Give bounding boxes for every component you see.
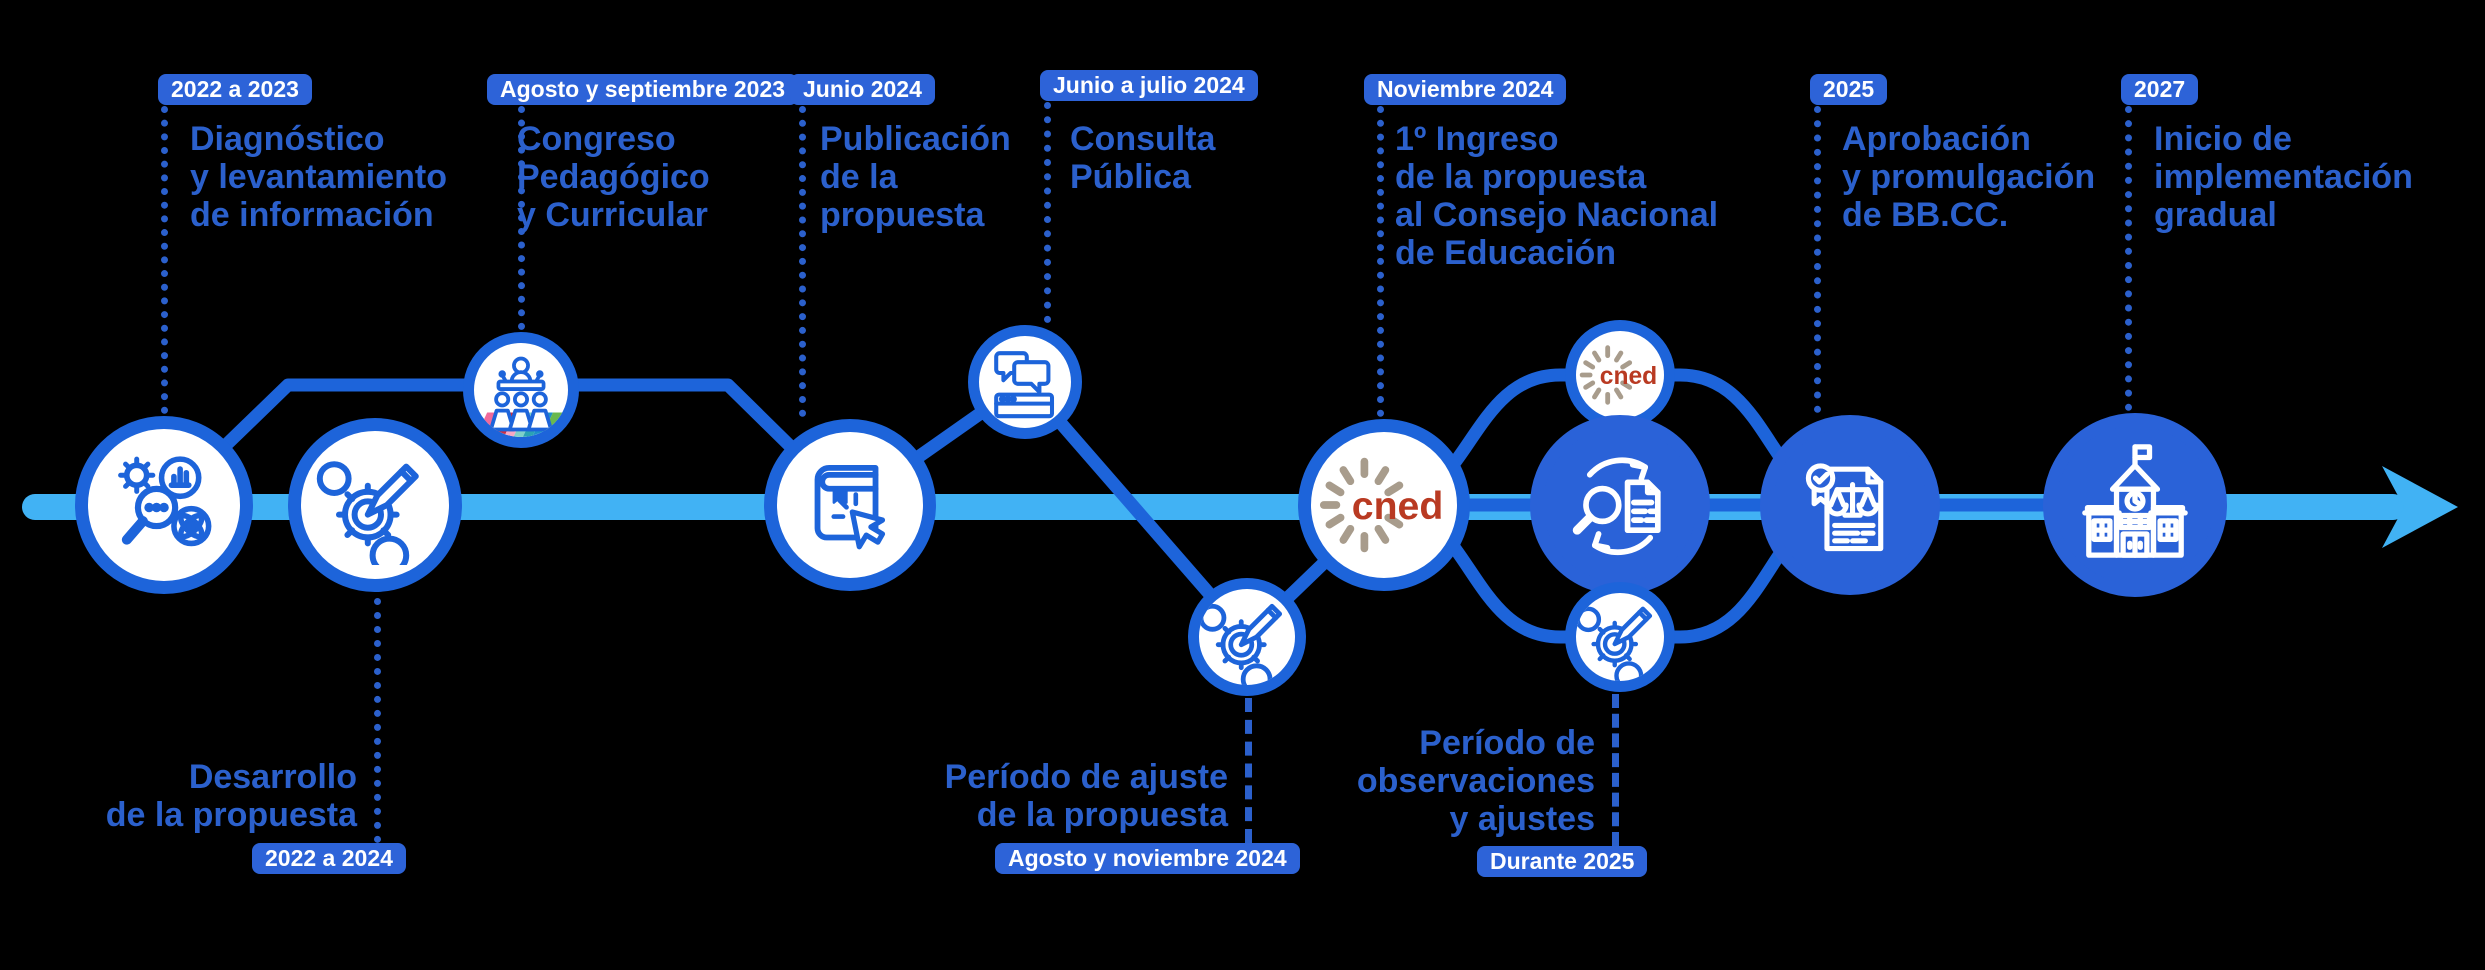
- approval-scales-icon: [1805, 463, 1884, 552]
- dotted-connector: [1814, 106, 1821, 413]
- milestone-node-diagnostico: [75, 416, 253, 594]
- gear-pencil-icon: [1576, 606, 1653, 681]
- review-cycle-icon: [1572, 457, 1661, 556]
- dashed-connector: [1612, 694, 1619, 846]
- dotted-connector: [799, 106, 806, 417]
- chat-bubbles-icon: [994, 351, 1055, 419]
- milestone-title: Congreso Pedagógico y Curricular: [517, 120, 710, 234]
- date-badge: Agosto y noviembre 2024: [995, 843, 1300, 874]
- dotted-connector: [374, 598, 381, 843]
- milestone-title: Aprobación y promulgación de BB.CC.: [1842, 120, 2096, 234]
- date-badge: Noviembre 2024: [1364, 74, 1567, 105]
- date-badge: Agosto y septiembre 2023: [487, 74, 799, 105]
- milestone-title: Desarrollo de la propuesta: [105, 758, 357, 834]
- dotted-connector: [161, 106, 168, 414]
- date-badge: Junio 2024: [790, 74, 935, 105]
- date-badge: 2025: [1810, 74, 1888, 105]
- cned-sunburst-icon: [1319, 457, 1404, 553]
- milestone-node-observaciones: [1530, 415, 1710, 595]
- research-icon: [118, 456, 212, 547]
- milestone-node-publicacion: [764, 419, 936, 591]
- milestone-node-congreso: [463, 332, 579, 448]
- milestone-title: Inicio de implementación gradual: [2154, 120, 2413, 234]
- cned-logo: cned: [1579, 345, 1657, 405]
- dotted-connector: [2125, 106, 2132, 411]
- cned-sunburst-icon: [1579, 345, 1633, 405]
- milestone-node-consulta: [968, 325, 1082, 439]
- dotted-connector: [1377, 106, 1384, 417]
- milestone-node-cned-small: cned: [1565, 320, 1675, 430]
- milestone-node-cned: cned: [1298, 419, 1470, 591]
- milestone-node-ajustes-small: [1565, 582, 1675, 692]
- date-badge: 2027: [2121, 74, 2199, 105]
- milestone-title: 1º Ingreso de la propuesta al Consejo Na…: [1395, 120, 1719, 272]
- date-badge: 2022 a 2023: [158, 74, 312, 105]
- milestone-title: Consulta Pública: [1070, 120, 1216, 196]
- school-icon: [2082, 444, 2188, 558]
- date-badge: Durante 2025: [1477, 846, 1648, 877]
- book-click-icon: [814, 464, 886, 550]
- cned-wordmark: cned: [1600, 363, 1657, 390]
- timeline-arrowhead-icon: [2382, 466, 2458, 548]
- dotted-connector: [518, 106, 525, 330]
- date-badge: Junio a julio 2024: [1040, 70, 1258, 101]
- gear-pencil-icon: [316, 461, 419, 565]
- milestone-node-aprobacion: [1760, 415, 1940, 595]
- milestone-title: Período de observaciones y ajustes: [1356, 724, 1595, 838]
- milestone-title: Diagnóstico y levantamiento de informaci…: [190, 120, 447, 234]
- gear-pencil-icon: [1199, 603, 1283, 685]
- dotted-connector: [1044, 102, 1051, 323]
- milestone-title: Período de ajuste de la propuesta: [944, 758, 1228, 834]
- milestone-node-implementacion: [2043, 413, 2227, 597]
- milestone-node-desarrollo: [288, 418, 462, 592]
- milestone-title: Publicación de la propuesta: [820, 120, 1011, 234]
- congress-icon: [475, 356, 568, 437]
- milestone-node-ajuste: [1188, 578, 1306, 696]
- cned-logo: cned: [1319, 457, 1443, 553]
- dashed-connector: [1245, 698, 1252, 843]
- cned-wordmark: cned: [1352, 485, 1443, 528]
- date-badge: 2022 a 2024: [252, 843, 406, 874]
